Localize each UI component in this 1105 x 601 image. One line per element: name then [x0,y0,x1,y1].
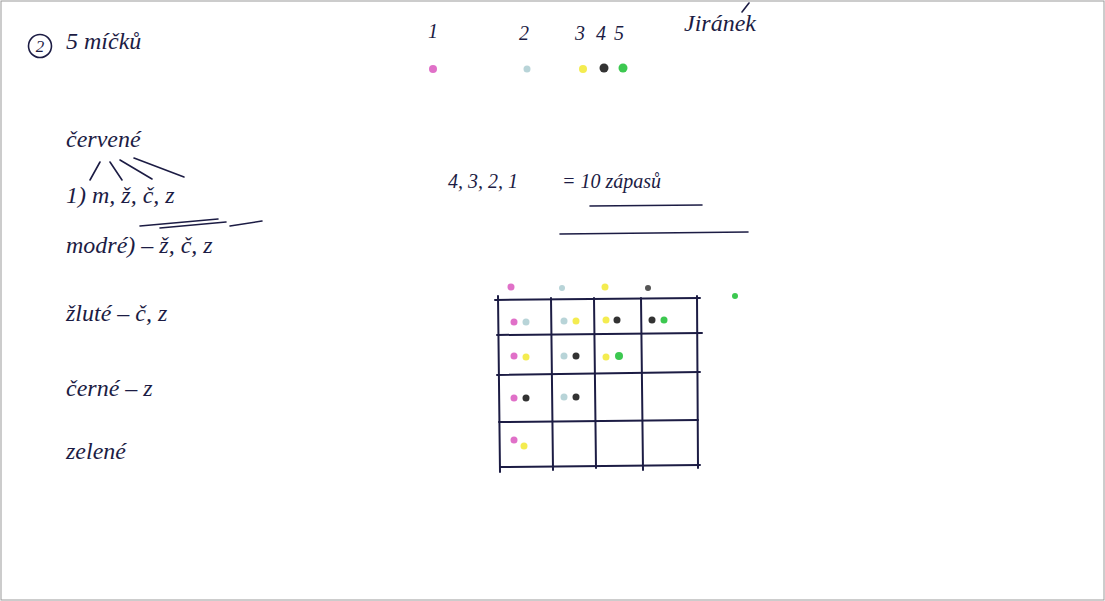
circle-outline [29,35,52,58]
pair-grid [495,296,702,472]
result-note: = 10 zápasů [562,170,661,193]
pair-list: modré) – ž, č, z [66,232,213,260]
author-name: Jiránek [684,10,756,38]
number-text: 2 [36,38,45,55]
color-word: zelené [66,438,126,466]
pen-strokes [90,3,749,234]
ball-number: 4 [596,22,606,45]
circled-number: 2 [27,33,53,59]
color-dots [429,64,738,450]
ball-number: 5 [614,22,624,45]
pair-list: žluté – č, z [66,300,167,328]
ball-number: 1 [428,20,438,43]
pair-list: černé – z [66,375,153,403]
heading-note: 5 míčků [66,28,141,56]
count-sum: 4, 3, 2, 1 [448,170,518,193]
ball-number: 2 [519,22,529,45]
ball-number: 3 [575,22,585,45]
pair-list: 1) m, ž, č, z [66,182,175,210]
color-word: červené [66,126,141,154]
